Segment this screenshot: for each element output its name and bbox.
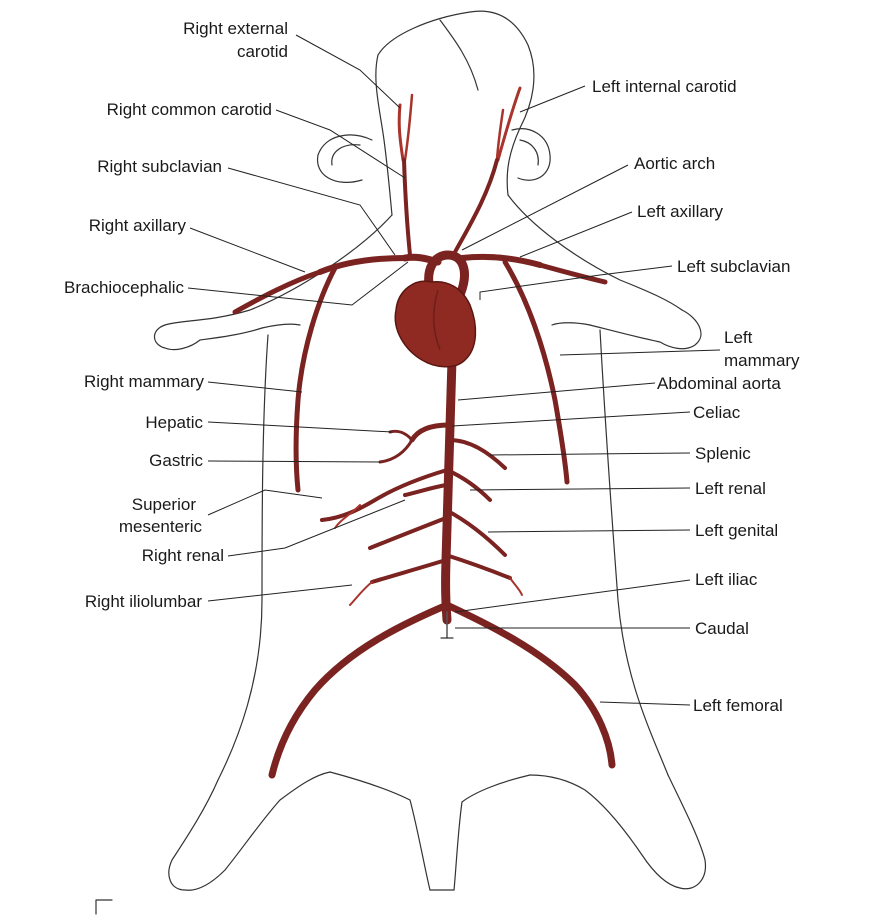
leader-left-iliac	[455, 580, 690, 612]
left-iliolumbar-branch	[510, 578, 522, 595]
leader-right-mammary	[208, 382, 302, 392]
abdominal-aorta-vessel	[446, 360, 452, 620]
snout-line	[440, 20, 478, 90]
left-iliac-vessel	[447, 605, 612, 765]
label-abdominal-aorta: Abdominal aorta	[657, 374, 781, 393]
label-left-axillary: Left axillary	[637, 202, 723, 221]
head-left-side	[376, 55, 392, 215]
leader-left-genital	[488, 530, 690, 532]
leader-hepatic	[208, 422, 392, 432]
label-left-mammary-1: Left	[724, 328, 753, 347]
label-splenic: Splenic	[695, 444, 751, 463]
label-left-mammary-2: mammary	[724, 351, 800, 370]
leader-right-iliolumbar	[208, 585, 352, 601]
right-iliac-vessel	[272, 605, 447, 775]
corner-mark	[96, 900, 112, 914]
leader-left-axillary	[520, 212, 632, 257]
left-forepaw	[590, 310, 701, 349]
brachiocephalic-vessel	[405, 257, 438, 262]
label-left-genital: Left genital	[695, 521, 778, 540]
label-left-femoral: Left femoral	[693, 696, 783, 715]
gastric-vessel	[380, 440, 412, 462]
right-genital-vessel	[370, 518, 446, 548]
iliolumbar-branch	[350, 582, 372, 605]
label-brachiocephalic: Brachiocephalic	[64, 278, 185, 297]
leader-aortic-arch	[462, 165, 628, 250]
leader-right-renal	[228, 500, 405, 556]
right-renal-vessel	[405, 485, 446, 495]
lower-torso-left	[454, 775, 530, 890]
right-torso	[218, 335, 268, 780]
label-right-iliolumbar: Right iliolumbar	[85, 592, 202, 611]
left-axillary-vessel	[540, 265, 605, 282]
heart	[395, 281, 475, 367]
left-ear-inner	[520, 140, 538, 165]
label-gastric: Gastric	[149, 451, 203, 470]
left-iliolumbar-vessel	[446, 555, 510, 578]
right-axillary-vessel	[235, 272, 320, 312]
label-right-common-carotid: Right common carotid	[107, 100, 272, 119]
leader-left-mammary	[560, 350, 720, 355]
label-superior-mesenteric-2: mesenteric	[119, 517, 203, 536]
right-iliolumbar-vessel	[372, 560, 446, 582]
leader-right-common-carotid	[276, 110, 405, 178]
right-arm-lower	[262, 324, 300, 328]
label-caudal: Caudal	[695, 619, 749, 638]
leader-right-axillary	[190, 228, 305, 272]
label-right-external-carotid-2: carotid	[237, 42, 288, 61]
leader-gastric	[208, 461, 380, 462]
label-left-renal: Left renal	[695, 479, 766, 498]
label-aortic-arch: Aortic arch	[634, 154, 715, 173]
left-genital-vessel	[446, 510, 505, 555]
label-right-subclavian: Right subclavian	[97, 157, 222, 176]
head-outline	[378, 11, 534, 195]
left-arm-lower	[552, 323, 590, 325]
right-common-carotid-vessel	[404, 160, 410, 255]
right-forepaw	[154, 325, 262, 350]
labels-left: Right external carotid Right common caro…	[64, 19, 288, 611]
arterial-system	[235, 88, 612, 775]
left-ear	[512, 129, 550, 181]
left-torso	[600, 330, 668, 775]
leader-left-internal-carotid	[520, 86, 585, 112]
leader-celiac	[452, 412, 690, 426]
left-mammary-vessel	[505, 262, 567, 482]
left-hindlimb	[530, 775, 705, 889]
splenic-vessel	[449, 440, 505, 468]
label-superior-mesenteric-1: Superior	[132, 495, 197, 514]
label-left-internal-carotid: Left internal carotid	[592, 77, 737, 96]
right-hindlimb	[169, 772, 330, 890]
label-celiac: Celiac	[693, 403, 741, 422]
label-right-external-carotid-1: Right external	[183, 19, 288, 38]
lower-torso	[330, 772, 430, 890]
right-internal-carotid-vessel	[405, 95, 412, 160]
right-ear	[318, 135, 372, 182]
labels-right: Left internal carotid Aortic arch Left a…	[592, 77, 800, 715]
label-right-renal: Right renal	[142, 546, 224, 565]
superior-mesenteric-vessel	[322, 470, 447, 520]
leader-brachiocephalic	[188, 262, 408, 305]
leader-left-renal	[470, 488, 690, 490]
leader-superior-mesenteric	[208, 490, 322, 515]
left-renal-vessel	[447, 470, 490, 500]
leader-right-external-carotid	[296, 35, 400, 108]
label-hepatic: Hepatic	[145, 413, 203, 432]
leader-splenic	[490, 453, 690, 455]
celiac-vessel	[412, 425, 449, 440]
leader-right-subclavian	[228, 168, 395, 255]
right-external-carotid-vessel	[399, 105, 403, 160]
label-right-mammary: Right mammary	[84, 372, 204, 391]
label-left-subclavian: Left subclavian	[677, 257, 790, 276]
label-right-axillary: Right axillary	[89, 216, 187, 235]
right-ear-inner	[332, 145, 360, 165]
hepatic-vessel	[390, 431, 412, 440]
leader-left-femoral	[600, 702, 690, 705]
label-left-iliac: Left iliac	[695, 570, 758, 589]
left-common-carotid-vessel	[455, 160, 497, 252]
left-subclavian-vessel	[462, 257, 540, 265]
